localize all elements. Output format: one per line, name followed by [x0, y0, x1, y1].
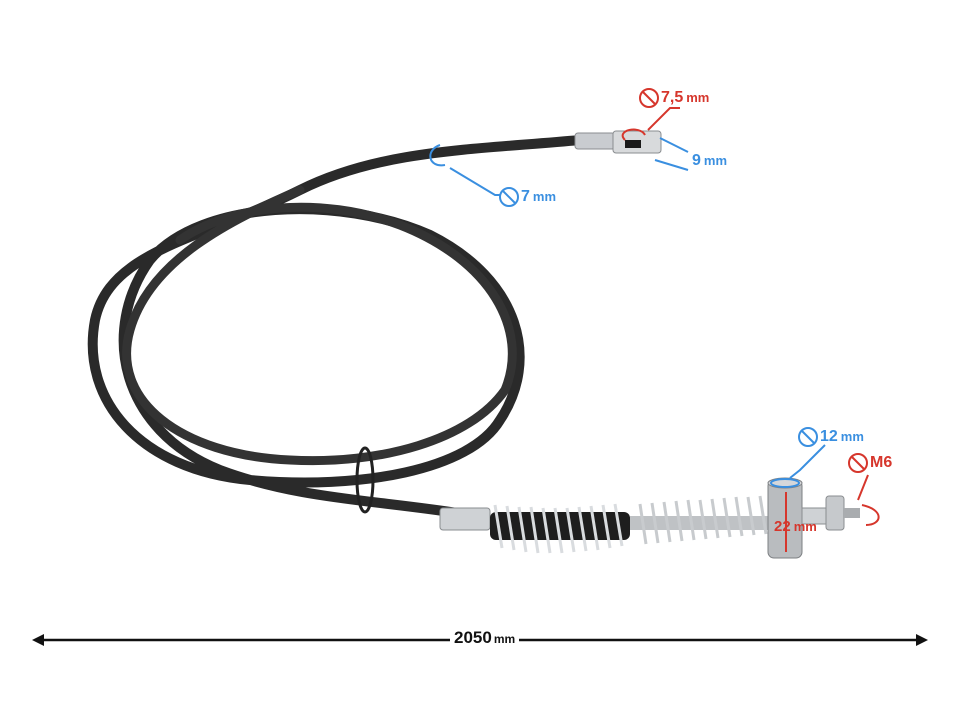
cable-diameter-value: 7 — [521, 188, 530, 205]
label-thread: M6 — [870, 454, 892, 472]
overall-length-unit: mm — [493, 632, 516, 646]
cable-coil — [87, 135, 585, 521]
barrel-diameter-unit: mm — [840, 429, 864, 444]
barrel-diameter-value: 12 — [820, 428, 838, 445]
barrel-height-unit: mm — [793, 519, 817, 534]
barrel-height-value: 22 — [774, 518, 791, 535]
top-bore-unit: mm — [686, 90, 710, 105]
cable-diameter-unit: mm — [532, 189, 557, 204]
top-bore-value: 7,5 — [661, 89, 684, 106]
top-length-unit: mm — [703, 153, 728, 168]
red-callouts — [621, 88, 880, 552]
cable-tie — [355, 446, 375, 514]
blue-callouts — [429, 137, 826, 488]
top-end-fitting — [574, 130, 662, 154]
top-length-value: 9 — [692, 152, 701, 169]
thread-value: M6 — [870, 454, 893, 471]
overall-length-value: 2050 — [454, 628, 492, 647]
bottom-end-assembly — [439, 477, 860, 559]
